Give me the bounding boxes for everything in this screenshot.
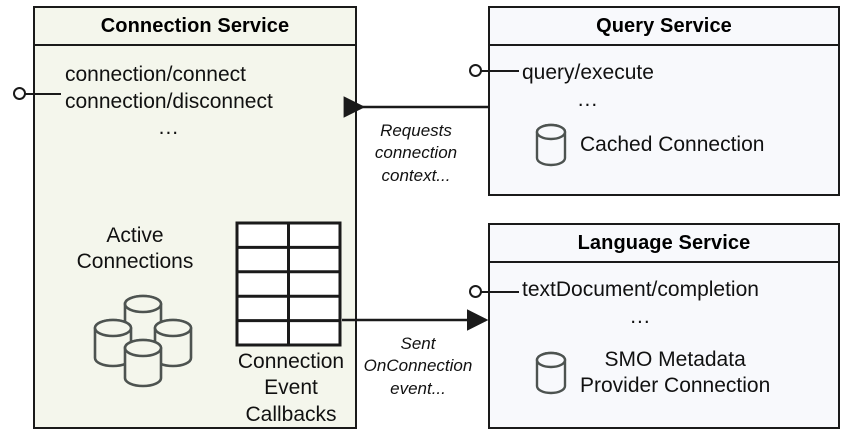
lollipop-stem-icon [24,93,61,95]
cached-connection-label: Cached Connection [580,133,765,157]
component-language-service[interactable]: Language Service textDocument/completion… [488,223,840,429]
connection-service-ellipsis: ... [158,116,180,140]
query-service-ellipsis: ... [577,87,599,111]
cached-connection-artifact: Cached Connection [534,122,764,168]
language-service-ellipsis: ... [630,304,651,328]
arrow-label-line1: Sent [400,334,436,353]
database-icon [535,123,567,167]
connection-service-body: connection/connect connection/disconnect… [35,46,355,427]
arrow-label-line3: event... [390,378,446,398]
language-service-title: Language Service [490,225,838,263]
interface-connection-disconnect: connection/disconnect [65,89,273,113]
query-to-connection-arrow [343,96,490,118]
arrow-label-line3: context... [381,165,451,185]
interface-textdocument-completion: textDocument/completion [522,278,759,301]
query-service-title: Query Service [490,8,838,46]
arrow-label-line2: connection [374,143,458,163]
database-cluster-icon [93,294,193,388]
callbacks-label-line1: Connection [237,350,345,373]
connection-to-language-arrow-label: Sent OnConnection event... [358,333,478,400]
query-service-body: query/execute ... Cached Connection [490,46,838,194]
active-connections-label-line2: Connections [76,250,194,274]
component-connection-service[interactable]: Connection Service connection/connect co… [33,6,357,429]
smo-metadata-provider-artifact: SMO Metadata Provider Connection [534,347,770,398]
query-to-connection-arrow-label: Requests connection context... [356,120,476,187]
connection-service-title: Connection Service [35,8,355,46]
active-connections-label-line1: Active [106,224,164,247]
callbacks-label-line2: Event [264,376,318,400]
language-service-body: textDocument/completion ... SMO Metadata… [490,263,838,427]
component-query-service[interactable]: Query Service query/execute ... Cached C… [488,6,840,196]
language-service-interface-list: textDocument/completion ... [522,277,759,330]
active-connections-label: Active Connections [59,223,211,276]
callbacks-label-line3: Callbacks [245,402,337,426]
language-service-provided-interface-lollipop[interactable] [469,283,519,301]
table-grid-icon [235,221,342,347]
connection-service-interface-list: connection/connect connection/disconnect… [65,62,273,142]
arrow-label-line1: Requests [380,121,452,140]
interface-query-execute: query/execute [522,61,654,84]
interface-connection-connect: connection/connect [65,63,246,86]
connection-service-provided-interface-lollipop[interactable] [13,85,61,103]
smo-metadata-provider-label: SMO Metadata Provider Connection [580,348,771,397]
arrow-label-line2: OnConnection [363,356,473,376]
database-icon [535,351,567,394]
connection-to-language-arrow [342,309,489,331]
connection-event-callbacks-label: Connection Event Callbacks [221,349,361,428]
query-service-provided-interface-lollipop[interactable] [469,62,519,80]
query-service-interface-list: query/execute ... [522,60,654,113]
lollipop-stem-icon [480,291,519,293]
lollipop-stem-icon [480,70,519,72]
